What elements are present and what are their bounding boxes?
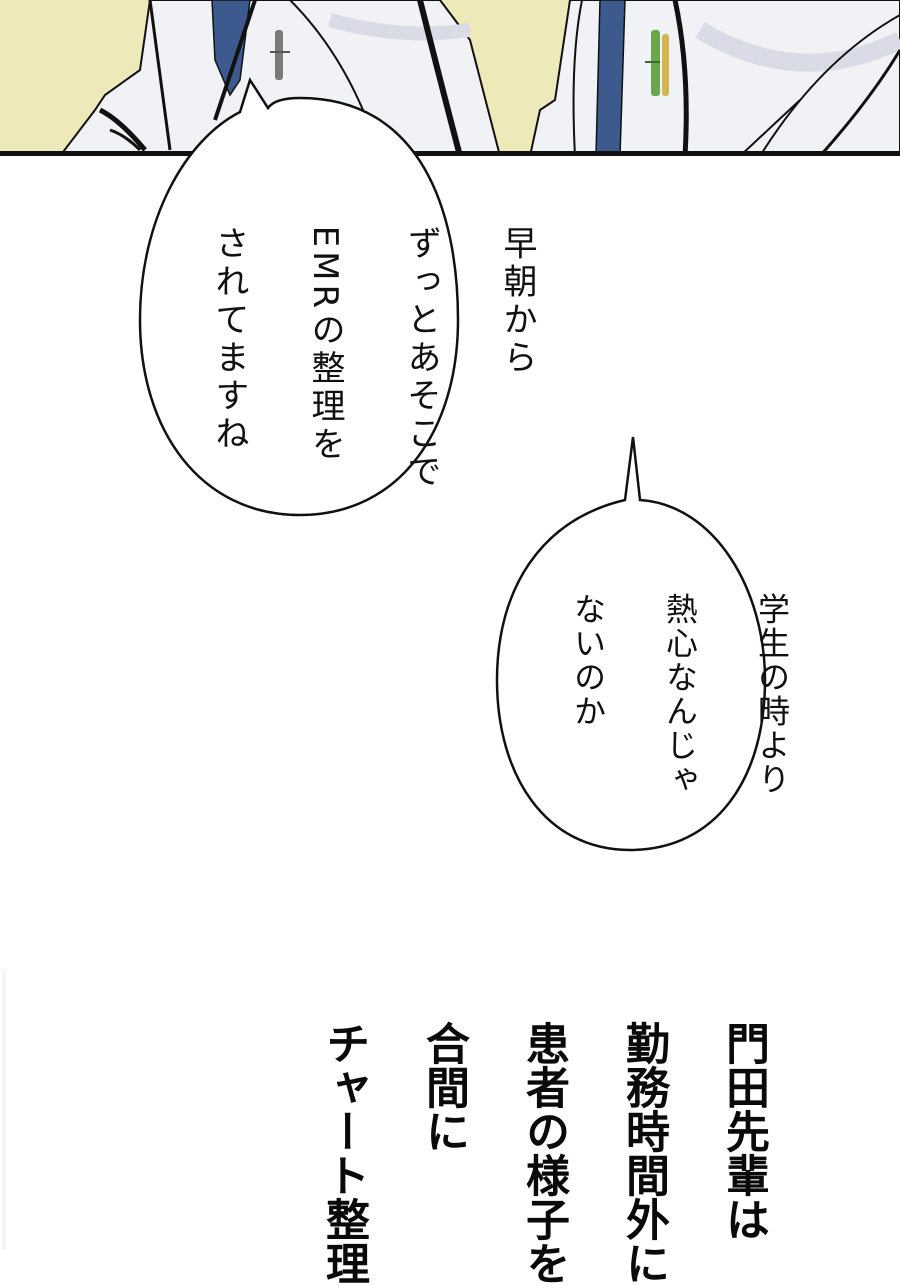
speech-bubble-1-outline [138,77,460,517]
speech-bubble-2-outline [495,436,767,852]
manga-panel-doctors [0,0,900,152]
bubble-1-line-3: EMRの整理を [305,225,345,465]
narration-line-2: 勤務時間外に [618,1020,669,1285]
bubble-2-line-1: 学生の時より [753,592,791,797]
narration-line-3: 患者の様子を [518,1020,569,1285]
speech-bubble-2-text: 学生の時より 熱心なんじゃ ないのか [565,568,841,796]
bubble-1-line-4: されてますね [209,225,249,454]
bubble-1-line-1: 早朝から [497,225,537,378]
narration-line-5: チャート整理 [318,1020,369,1285]
bubble-2-line-2: 熱心なんじゃ [661,592,699,797]
speech-bubble-1-text: 早朝から ずっとあそこで EMRの整理を されてますね [205,196,589,492]
panel-border [0,151,900,156]
speech-bubbles [138,77,767,852]
doctors-illustration [61,0,900,152]
narration-line-1: 門田先輩は [718,1020,769,1241]
narration-edge-shade [2,970,6,1250]
narration-line-4: 合間に [418,1020,469,1153]
narration-text: 門田先輩は 勤務時間外に 患者の様子を 合間に チャート整理 [318,990,818,1285]
bubble-2-line-3: ないのか [569,592,607,729]
bubble-1-line-2: ずっとあそこで [401,225,441,492]
